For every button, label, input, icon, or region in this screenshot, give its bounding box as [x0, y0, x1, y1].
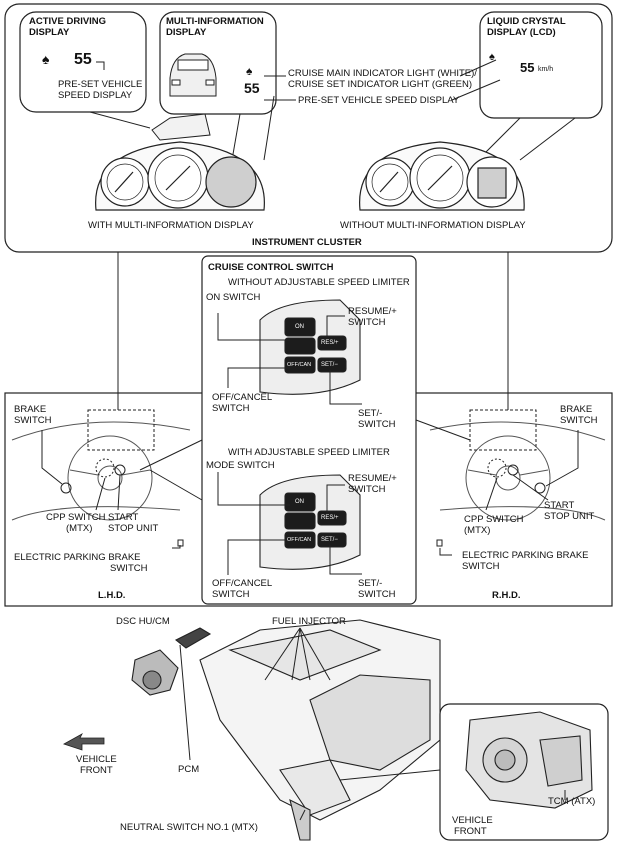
btn-off-label: OFF/CAN [287, 362, 312, 368]
car-silhouette [169, 53, 217, 97]
lhd-start-line1: START [108, 512, 139, 523]
with-limiter-heading: WITH ADJUSTABLE SPEED LIMITER [228, 447, 390, 458]
lhd-caption: L.H.D. [98, 590, 126, 601]
rhd-brake-line2: SWITCH [560, 415, 598, 426]
with-mid-caption: WITH MULTI-INFORMATION DISPLAY [88, 220, 254, 231]
add-title-line1: ACTIVE DRIVING [29, 16, 107, 27]
indicator-label-line1: CRUISE MAIN INDICATOR LIGHT (WHITE)/ [288, 68, 477, 79]
lcd-unit: km/h [538, 66, 554, 73]
without-mid-caption: WITHOUT MULTI-INFORMATION DISPLAY [340, 220, 526, 231]
add-label-line2: SPEED DISPLAY [58, 90, 133, 101]
lcd-speed: 55 [520, 60, 535, 75]
vehicle-front-line1: VEHICLE [76, 754, 117, 765]
btn-res-label: RES/+ [321, 340, 339, 346]
add-title-line2: DISPLAY [29, 27, 70, 38]
rhd-caption: R.H.D. [492, 590, 521, 601]
lhd-brake-line2: SWITCH [14, 415, 52, 426]
rhd-cpp-line1: CPP SWITCH [464, 514, 524, 525]
lcd-title-line1: LIQUID CRYSTAL [487, 16, 566, 27]
mode-switch-label: MODE SWITCH [206, 460, 275, 471]
rhd-epb-line2: SWITCH [462, 561, 500, 572]
multi-information-display-bubble [159, 11, 277, 115]
switch-pad-bottom [259, 474, 361, 570]
resume-label-1-line2: SWITCH [348, 317, 386, 328]
lcd-bubble [479, 11, 603, 119]
off-label-2-line2: SWITCH [212, 589, 250, 600]
rhd-epb-line1: ELECTRIC PARKING BRAKE [462, 550, 589, 561]
rhd-brake-line1: BRAKE [560, 404, 593, 415]
lhd-dashboard [11, 409, 191, 547]
tcm-label: TCM (ATX) [548, 796, 596, 807]
mid-title-line2: DISPLAY [166, 27, 207, 38]
atx-transmission [465, 711, 593, 809]
instrument-cluster-panel [4, 3, 613, 253]
neutral-switch-label: NEUTRAL SWITCH NO.1 (MTX) [120, 822, 258, 833]
vehicle-front2-line2: FRONT [454, 826, 487, 837]
pcm-module [174, 627, 212, 649]
preset-speed-label: PRE-SET VEHICLE SPEED DISPLAY [298, 95, 460, 106]
vehicle-front2-line1: VEHICLE [452, 815, 493, 826]
on-switch-label: ON SWITCH [206, 292, 261, 303]
switch-pad-top [259, 299, 361, 395]
cruise-indicator-icon: ♠ [246, 64, 253, 78]
off-label-1-line1: OFF/CANCEL [212, 392, 273, 403]
resume-label-2-line1: RESUME/+ [348, 473, 397, 484]
off-label-2-line1: OFF/CANCEL [212, 578, 273, 589]
set-label-1-line2: SWITCH [358, 419, 396, 430]
vehicle-front-line2: FRONT [80, 765, 113, 776]
btn-on-label-2: ON [295, 499, 304, 505]
set-label-2-line2: SWITCH [358, 589, 396, 600]
dsc-label: DSC HU/CM [116, 616, 170, 627]
vehicle-front-arrow-left [63, 733, 105, 751]
hud-unit [151, 113, 211, 141]
lhd-start-line2: STOP UNIT [108, 523, 159, 534]
rhd-dashboard [429, 409, 606, 547]
add-speed: 55 [74, 51, 92, 68]
resume-label-1-line1: RESUME/+ [348, 306, 397, 317]
dsc-module [131, 649, 179, 696]
btn-off-label-2: OFF/CAN [287, 537, 312, 543]
indicator-label-line2: CRUISE SET INDICATOR LIGHT (GREEN) [288, 79, 473, 90]
cruise-switch-title: CRUISE CONTROL SWITCH [208, 262, 334, 273]
lhd-brake-line1: BRAKE [14, 404, 47, 415]
off-label-1-line2: SWITCH [212, 403, 250, 414]
lhd-epb-line1: ELECTRIC PARKING BRAKE [14, 552, 141, 563]
cluster-with-mid [95, 141, 265, 211]
cruise-icon: ♠ [42, 51, 50, 67]
lcd-cruise-icon: ♠ [489, 51, 495, 63]
cruise-switch-box [201, 255, 417, 605]
resume-label-2-line2: SWITCH [348, 484, 386, 495]
btn-set-label-2: SET/− [321, 537, 338, 543]
lhd-epb-line2: SWITCH [110, 563, 148, 574]
btn-res-label-2: RES/+ [321, 515, 339, 521]
rhd-start-line2: STOP UNIT [544, 511, 595, 522]
fuel-injector-label: FUEL INJECTOR [272, 616, 346, 627]
cluster-without-mid [359, 141, 525, 211]
btn-on-label: ON [295, 324, 304, 330]
mid-title-line1: MULTI-INFORMATION [166, 16, 264, 27]
rhd-start-line1: START [544, 500, 575, 511]
set-label-2-line1: SET/- [358, 578, 383, 589]
pcm-label: PCM [178, 764, 200, 775]
lhd-cpp-line2: (MTX) [66, 523, 93, 534]
add-label-line1: PRE-SET VEHICLE [58, 79, 143, 90]
without-limiter-heading: WITHOUT ADJUSTABLE SPEED LIMITER [228, 277, 410, 288]
active-driving-display-bubble [19, 11, 147, 113]
instrument-cluster-title: INSTRUMENT CLUSTER [252, 237, 362, 248]
engine-bay [199, 619, 441, 841]
mid-speed: 55 [244, 80, 260, 96]
btn-set-label: SET/− [321, 362, 338, 368]
rhd-cpp-line2: (MTX) [464, 525, 491, 536]
set-label-1-line1: SET/- [358, 408, 383, 419]
lhd-cpp-line1: CPP SWITCH [46, 512, 106, 523]
lcd-title-line2: DISPLAY (LCD) [487, 27, 556, 38]
